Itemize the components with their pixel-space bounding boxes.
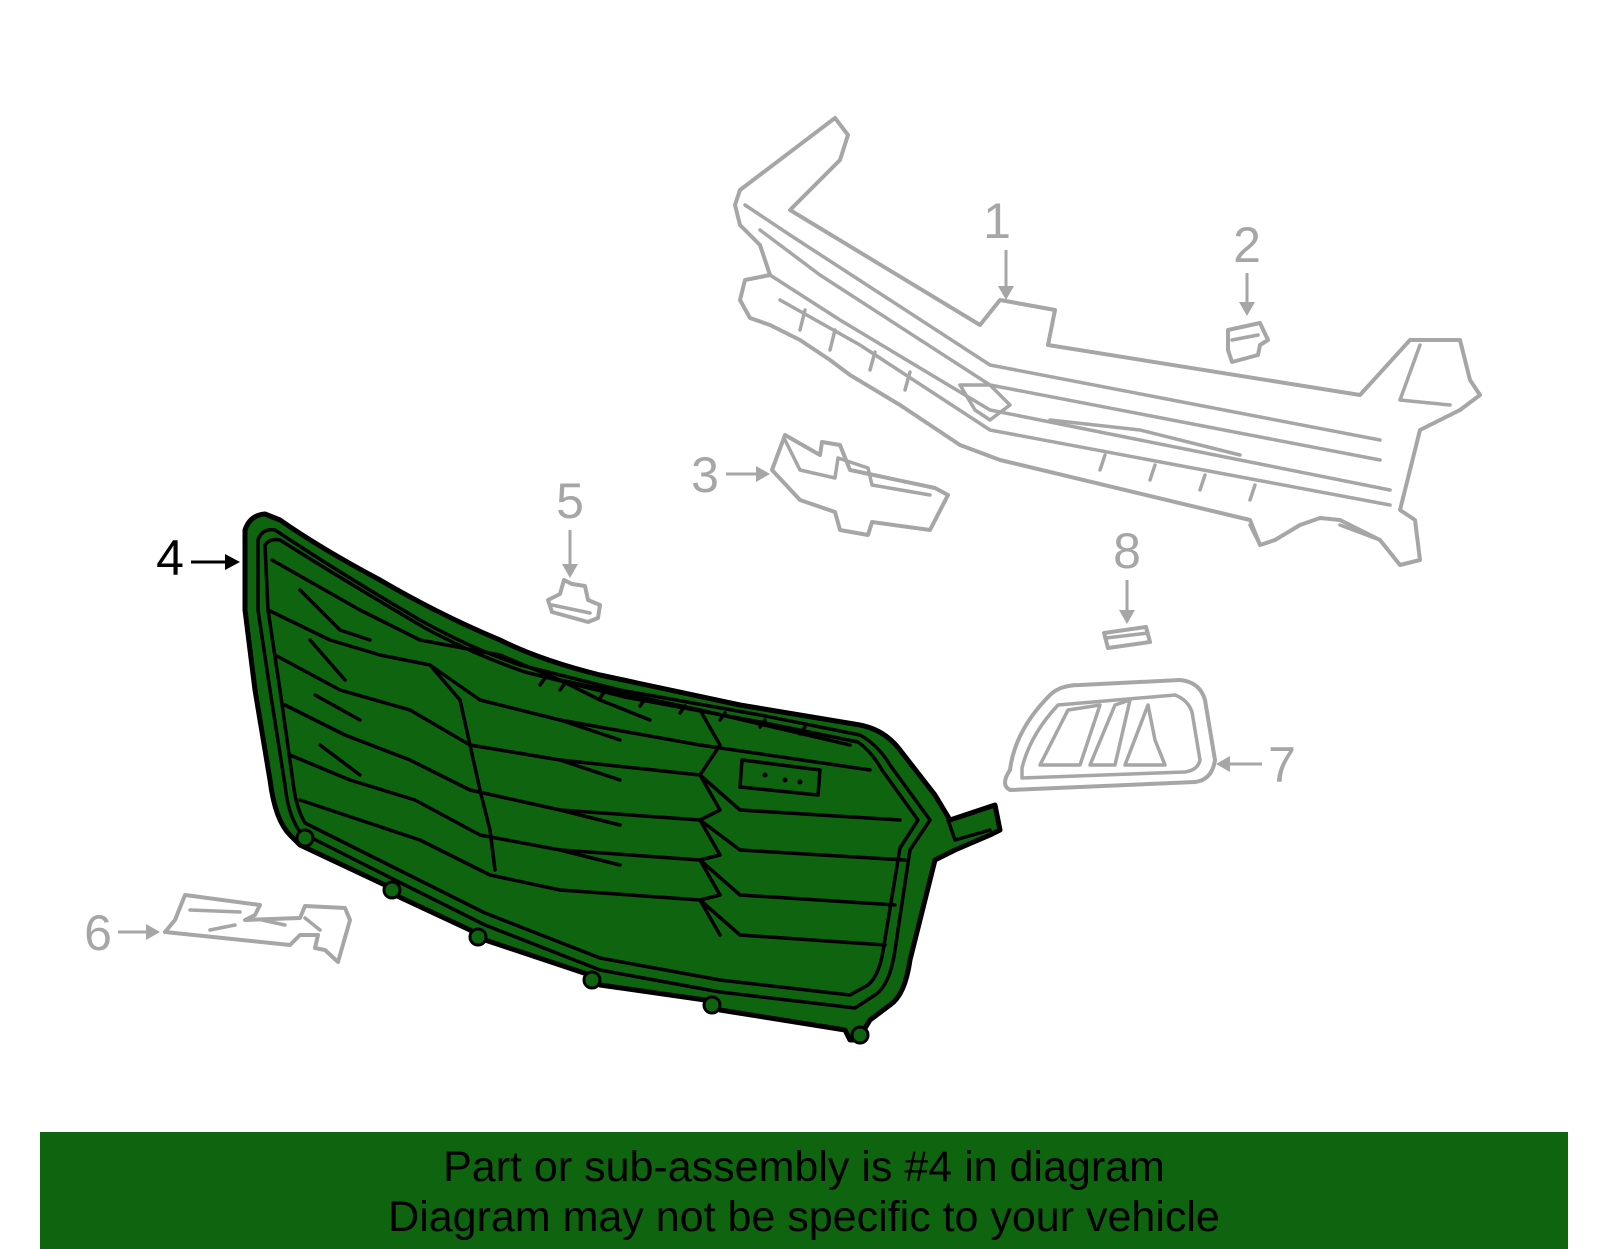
- caption-line-1: Part or sub-assembly is #4 in diagram: [443, 1143, 1165, 1191]
- callout-8: 8: [1113, 523, 1141, 624]
- callout-2: 2: [1233, 217, 1261, 316]
- callout-label-1: 1: [983, 193, 1011, 249]
- callout-label-2: 2: [1233, 217, 1261, 273]
- callout-3: 3: [691, 447, 770, 503]
- callout-1: 1: [983, 193, 1014, 300]
- part-2-clip[interactable]: [1226, 321, 1270, 364]
- part-8-insert[interactable]: [1102, 625, 1152, 650]
- callout-label-5: 5: [556, 473, 584, 529]
- part-1-grille-frame[interactable]: [733, 116, 1482, 567]
- callout-label-7: 7: [1268, 737, 1296, 793]
- part-5-retainer-clip[interactable]: [546, 578, 602, 624]
- callout-6: 6: [84, 905, 160, 961]
- part-4-grille-highlighted[interactable]: [242, 511, 1003, 1045]
- caption-line-2: Diagram may not be specific to your vehi…: [388, 1193, 1220, 1241]
- callout-label-8: 8: [1113, 523, 1141, 579]
- part-6-zl1-badge[interactable]: [163, 893, 352, 964]
- caption-banner: Part or sub-assembly is #4 in diagram Di…: [40, 1132, 1568, 1249]
- callout-label-3: 3: [691, 447, 719, 503]
- part-7-bezel[interactable]: [1003, 678, 1217, 792]
- callout-label-6: 6: [84, 905, 112, 961]
- callout-label-4: 4: [156, 530, 184, 586]
- part-3-emblem[interactable]: [770, 433, 950, 537]
- callout-7: 7: [1216, 737, 1296, 793]
- callout-5: 5: [556, 473, 584, 578]
- callout-4: 4: [156, 530, 240, 586]
